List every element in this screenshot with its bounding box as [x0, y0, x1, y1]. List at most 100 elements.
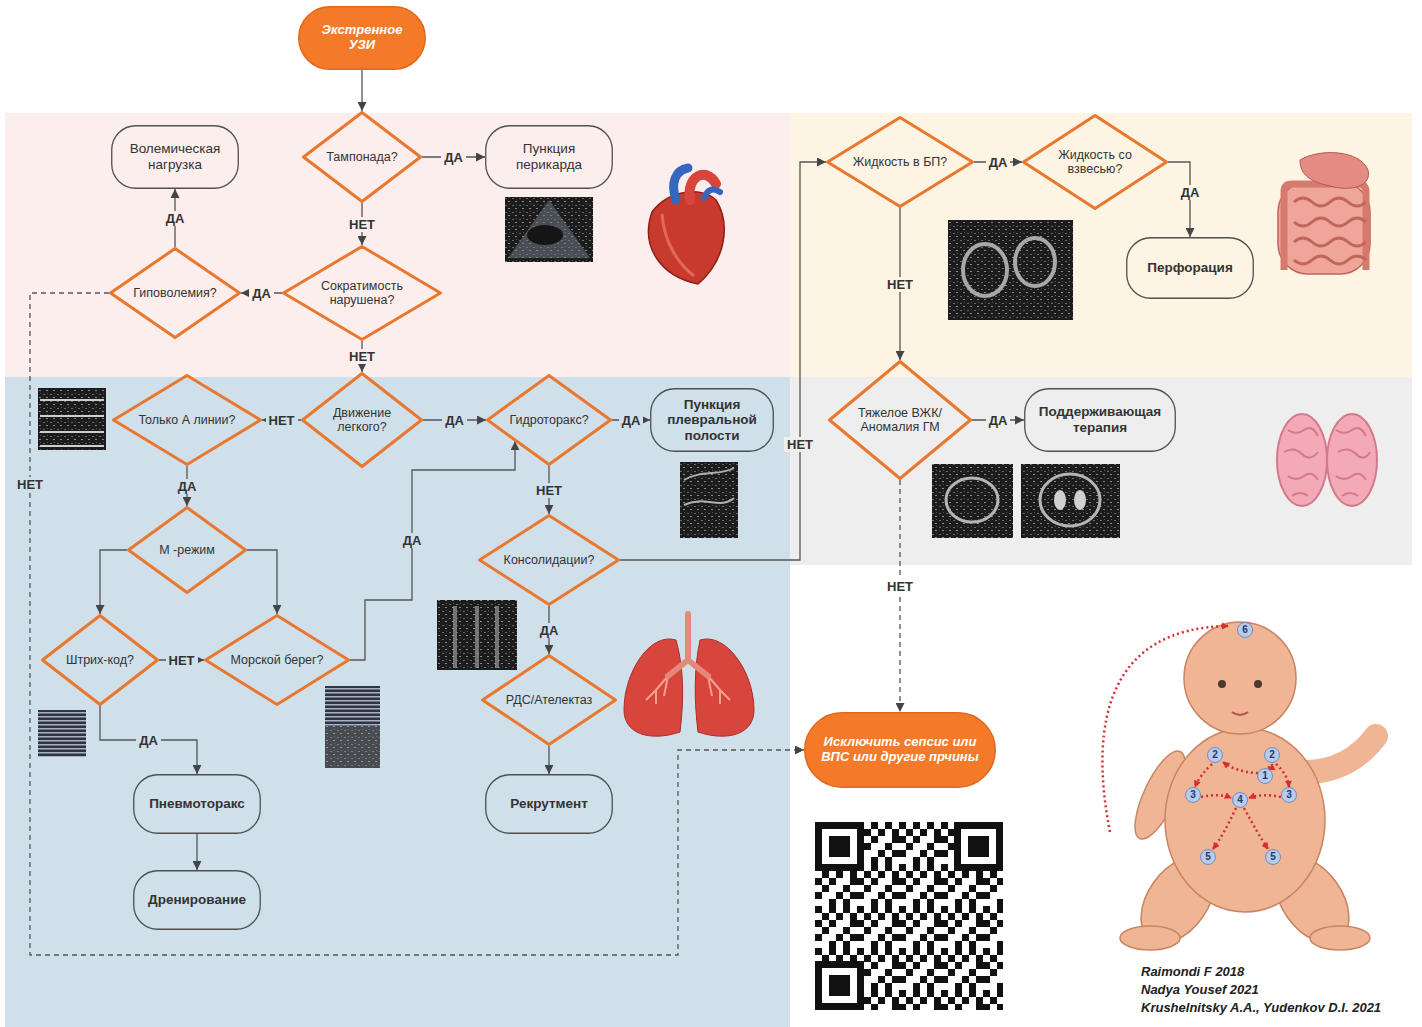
callout-number: 5 [1265, 849, 1281, 865]
edge-label: ДА [441, 150, 466, 165]
node-outline [43, 616, 158, 705]
node-outline [488, 376, 611, 465]
intestine-illustration [1294, 198, 1366, 264]
callout-number: 3 [1185, 787, 1201, 803]
dotted-arrow [1213, 808, 1236, 849]
node-text: Жидкость в БП? [853, 155, 948, 169]
edge-label: ДА [175, 479, 200, 494]
qr-code [822, 829, 857, 864]
node-outline [480, 516, 619, 605]
ultrasound-image [684, 468, 734, 505]
lungs-illustration [624, 639, 683, 736]
process-box: Поддерживающая терапия [1024, 388, 1176, 452]
process-box: Перфорация [1126, 237, 1254, 299]
intestine-illustration [1278, 153, 1370, 274]
decision-diamond: Консолидации? [478, 514, 620, 606]
node-outline [206, 616, 349, 705]
edge-label: НЕТ [166, 653, 198, 668]
qr-code [961, 829, 996, 864]
brain-illustration [1277, 414, 1377, 506]
flow-arrow [100, 706, 197, 774]
dotted-arrow [1201, 795, 1231, 798]
qr-code [829, 836, 850, 857]
flow-arrow [1168, 162, 1190, 237]
intestine-illustration [1284, 184, 1366, 270]
dotted-arrow [1102, 626, 1289, 849]
node-outline [1025, 389, 1176, 452]
ultrasound-image [1021, 464, 1120, 538]
baby-illustration [1120, 622, 1376, 957]
edge-label: НЕТ [884, 277, 916, 292]
ultrasound-image [437, 600, 517, 670]
ultrasound-image [680, 462, 738, 538]
edge-label: НЕТ [784, 437, 816, 452]
decision-diamond: М -режим [127, 506, 247, 594]
node-outline [1127, 238, 1254, 299]
region-band [5, 377, 790, 1027]
node-outline [129, 508, 246, 593]
flow-arrow [361, 70, 362, 111]
node-outline [303, 374, 422, 467]
decision-diamond: Только А линии? [112, 374, 262, 466]
node-outline [111, 249, 240, 338]
flow-arrow [350, 441, 515, 660]
edge-label: НЕТ [346, 349, 378, 364]
edge-label: ДА [1178, 185, 1203, 200]
flow-arrow [100, 550, 127, 614]
ultrasound-image [325, 726, 380, 768]
citation-text: Nadya Yousef 2021 [1141, 982, 1259, 997]
node-text: Поддерживающая терапия [1030, 404, 1170, 435]
ultrasound-image [38, 710, 86, 757]
decision-diamond: Гиповолемия? [109, 247, 241, 339]
lungs-illustration [668, 614, 708, 676]
heart-illustration [662, 214, 694, 276]
node-outline [134, 775, 261, 834]
edge-label: НЕТ [346, 217, 378, 232]
process-box: Пункция плевральной полости [650, 388, 774, 452]
process-box: Дренирование [133, 870, 261, 930]
region-band [5, 113, 790, 377]
dotted-arrow [1223, 762, 1258, 773]
ultrasound-image [948, 220, 1073, 320]
ultrasound-image [1040, 474, 1100, 526]
node-outline [134, 871, 261, 930]
decision-diamond: РДС/Ателектаз [481, 654, 617, 746]
qr-code [815, 822, 864, 871]
decision-diamond: Штрих-код? [41, 614, 159, 706]
decision-diamond: Тампонада? [302, 111, 422, 203]
dotted-arrow [1276, 764, 1289, 787]
dotted-arrow [1195, 764, 1212, 787]
node-text: Гиповолемия? [133, 286, 217, 300]
flow-arrow [899, 480, 900, 712]
node-text: М -режим [159, 543, 215, 557]
edge-label: ДА [400, 533, 425, 548]
node-text: Сократимость нарушена? [315, 279, 410, 308]
node-outline [830, 362, 971, 479]
node-outline [112, 126, 239, 189]
decision-diamond: Тяжелое ВЖК/Аномалия ГМ [828, 360, 972, 480]
callout-number: 3 [1281, 787, 1297, 803]
baby-illustration [1120, 926, 1180, 950]
edge-label: НЕТ [884, 579, 916, 594]
node-text: Перфорация [1147, 260, 1233, 276]
baby-illustration [1254, 680, 1262, 688]
baby-illustration [1310, 926, 1370, 950]
callout-number: 4 [1232, 792, 1248, 808]
baby-illustration [1232, 712, 1248, 715]
ultrasound-image [38, 197, 1120, 768]
decision-diamond: Сократимость нарушена? [282, 245, 442, 341]
region-band [790, 113, 1412, 377]
decision-diamond: Гидроторакс? [486, 374, 612, 466]
citation-text: Krushelnitsky A.A., Yudenkov D.I. 2021 [1141, 1000, 1381, 1015]
dotted-arrow [1249, 795, 1281, 798]
node-outline [1024, 116, 1167, 209]
edge-label: ДА [136, 733, 161, 748]
baby-illustration [1218, 680, 1226, 688]
ultrasound-image [325, 686, 380, 726]
intestine-illustration [1278, 182, 1370, 274]
terminal-pill: Исключить сепсис или ВПС или другие прчи… [804, 712, 996, 788]
callout-number: 1 [1257, 768, 1273, 784]
qr-code [815, 961, 864, 1010]
ultrasound-image [505, 197, 593, 262]
decision-diamond: Движение легкого? [301, 372, 423, 468]
